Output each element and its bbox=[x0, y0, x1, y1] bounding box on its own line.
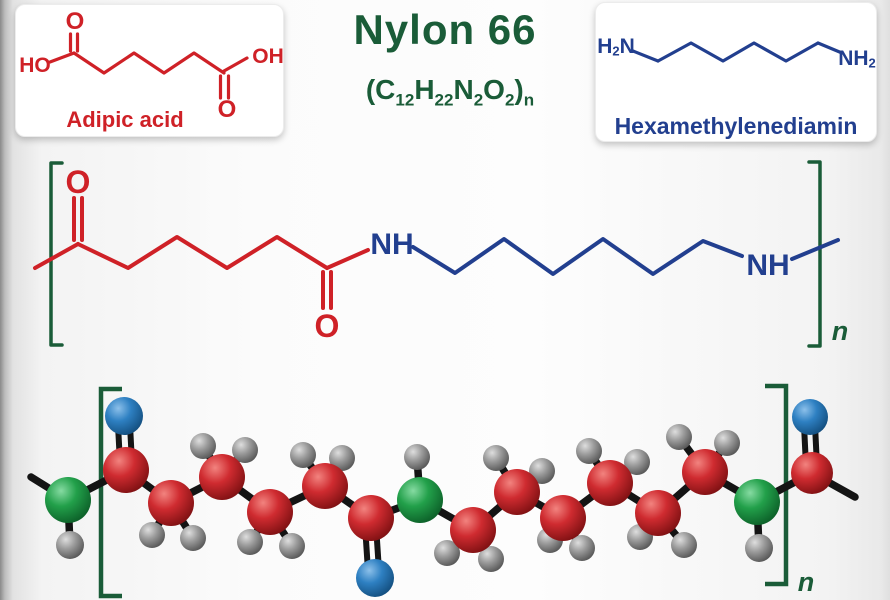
adipic-acid-card: HO O OH O Adipic acid bbox=[15, 4, 284, 137]
atom-H bbox=[483, 445, 509, 471]
oh-label: OH bbox=[252, 45, 283, 68]
atom-H bbox=[666, 424, 692, 450]
chain-stub bbox=[33, 242, 80, 270]
atom-C bbox=[302, 463, 348, 509]
atom-N bbox=[397, 477, 443, 523]
atom-H bbox=[624, 449, 650, 475]
left-bracket bbox=[49, 161, 64, 347]
atom-H bbox=[139, 522, 165, 548]
molecular-formula: (C12H22N2O2)n bbox=[285, 74, 615, 111]
atom-H bbox=[329, 445, 355, 471]
atom-H bbox=[714, 430, 740, 456]
atom-H bbox=[232, 437, 258, 463]
right-bracket bbox=[807, 160, 822, 348]
carbonyl-o-label: O bbox=[315, 308, 340, 344]
formula-subscript: 2 bbox=[504, 90, 515, 110]
atom-H bbox=[671, 532, 697, 558]
atom-N bbox=[45, 477, 91, 523]
repeat-unit-structure: O O NH NH n bbox=[33, 160, 849, 348]
ho-bond bbox=[48, 51, 76, 64]
atom-C bbox=[587, 460, 633, 506]
atom-H bbox=[529, 458, 555, 484]
hexamethylene-chain bbox=[411, 237, 744, 276]
formula-subscript: n bbox=[523, 90, 535, 110]
atom-H bbox=[434, 540, 460, 566]
atom-C bbox=[791, 452, 833, 494]
atom-H bbox=[404, 444, 430, 470]
n-subscript: n bbox=[798, 567, 815, 597]
atom-C bbox=[540, 495, 586, 541]
adipic-acid-structure: HO O OH O Adipic acid bbox=[19, 8, 283, 132]
atom-C bbox=[247, 489, 293, 535]
carbon-chain bbox=[72, 51, 226, 75]
formula-subscript: 22 bbox=[434, 90, 454, 110]
atom-C bbox=[103, 447, 149, 493]
ball-and-stick-model: n bbox=[27, 383, 859, 599]
atom-H bbox=[237, 529, 263, 555]
atom-C bbox=[199, 454, 245, 500]
formula-subscript: 2 bbox=[473, 90, 484, 110]
atom-C bbox=[348, 495, 394, 541]
carbonyl-o-label: O bbox=[218, 96, 237, 123]
adipic-acid-label: Adipic acid bbox=[66, 107, 183, 132]
formula-part: H bbox=[414, 74, 435, 105]
carbon-chain bbox=[656, 41, 820, 63]
nh-label: NH bbox=[370, 228, 413, 261]
atom-O bbox=[356, 559, 394, 597]
nh2-label: NH2 bbox=[838, 47, 876, 71]
atom-O bbox=[105, 397, 143, 435]
atom-C bbox=[682, 449, 728, 495]
left-bracket bbox=[98, 386, 122, 599]
c-n-bond bbox=[325, 248, 370, 270]
formula-part: (C bbox=[365, 74, 396, 105]
atom-H bbox=[569, 535, 595, 561]
hexamethylenediamine-label: Hexamethylenediamin bbox=[615, 113, 858, 139]
formula-part: ) bbox=[514, 74, 524, 105]
n-exit-bond bbox=[790, 238, 840, 261]
n-c-bond bbox=[631, 49, 660, 63]
atom-C bbox=[494, 469, 540, 515]
atom-C bbox=[635, 490, 681, 536]
ho-label: HO bbox=[19, 54, 51, 77]
atom-O bbox=[792, 399, 828, 435]
atom-C bbox=[148, 480, 194, 526]
formula-part: O bbox=[483, 74, 505, 105]
atom-H bbox=[290, 442, 316, 468]
nh-label: NH bbox=[746, 249, 789, 282]
oh-bond bbox=[222, 56, 249, 73]
formula-subscript: 12 bbox=[395, 90, 415, 110]
h2n-label: H2N bbox=[597, 35, 635, 59]
atom-H bbox=[56, 531, 84, 559]
carbonyl-o-label: O bbox=[66, 8, 85, 35]
formula-part: N bbox=[453, 74, 474, 105]
atom-H bbox=[745, 534, 773, 562]
page-title: Nylon 66 bbox=[353, 6, 537, 53]
atom-C bbox=[450, 507, 496, 553]
atom-H bbox=[478, 546, 504, 572]
carbonyl-o-label: O bbox=[66, 164, 91, 200]
atom-N bbox=[734, 479, 780, 525]
atom-H bbox=[279, 533, 305, 559]
c-n-bond bbox=[816, 41, 844, 55]
n-subscript: n bbox=[832, 316, 849, 346]
atom-H bbox=[180, 525, 206, 551]
atom-H bbox=[190, 433, 216, 459]
atom-H bbox=[576, 438, 602, 464]
adipoyl-chain bbox=[76, 235, 329, 270]
